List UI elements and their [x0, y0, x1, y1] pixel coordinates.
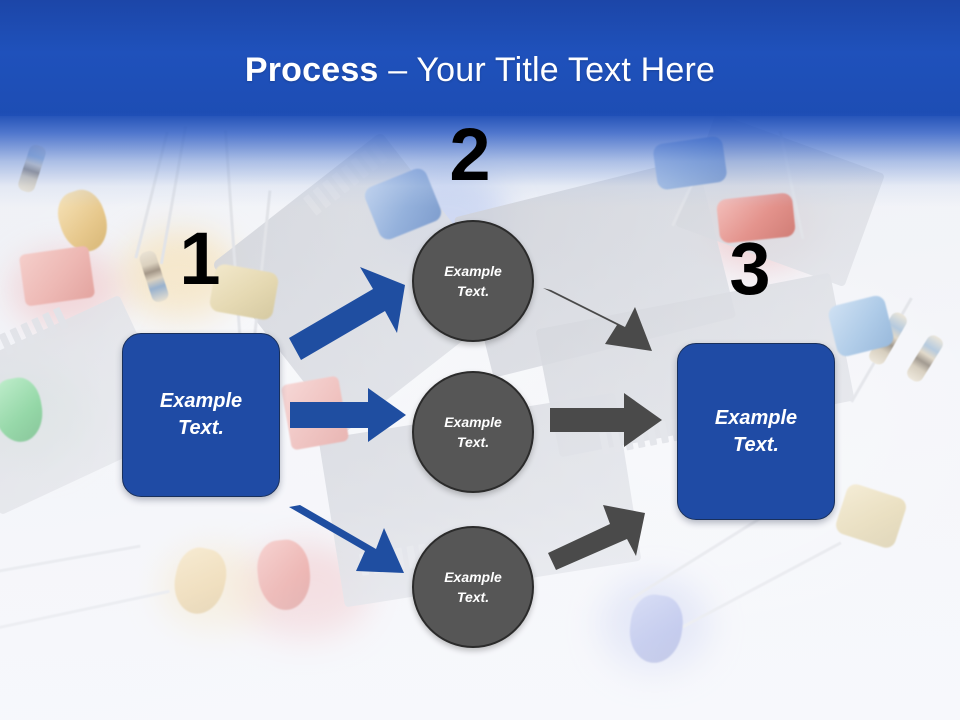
- title-bar-fade: [0, 112, 960, 207]
- stage-two-circle-middle[interactable]: Example Text.: [412, 371, 534, 493]
- step-number-2: 2: [449, 113, 491, 196]
- title-bold-part: Process: [244, 51, 379, 89]
- stage-two-circle-middle-label: Example Text.: [444, 414, 502, 450]
- page-title: Process – Your Title Text Here: [0, 50, 960, 90]
- step-number-3: 3: [729, 227, 771, 310]
- stage-two-circle-bottom[interactable]: Example Text.: [412, 526, 534, 648]
- title-regular-part: Your Title Text Here: [416, 51, 716, 89]
- stage-two-circle-bottom-label: Example Text.: [444, 569, 502, 605]
- stage-three-box[interactable]: Example Text.: [677, 343, 835, 520]
- title-bar: [0, 0, 960, 116]
- arrow-box-to-circle-mid: [290, 388, 406, 442]
- arrow-circle-bottom-to-box: [548, 505, 645, 570]
- arrow-circle-mid-to-box: [550, 393, 662, 447]
- stage-two-circle-top-label: Example Text.: [444, 263, 502, 299]
- step-number-1: 1: [179, 217, 221, 300]
- stage-one-box-label: Example Text.: [159, 390, 243, 439]
- stage-one-box[interactable]: Example Text.: [122, 333, 280, 497]
- arrow-box-to-circle-top: [289, 267, 405, 360]
- arrow-box-to-circle-bottom: [289, 505, 404, 573]
- title-separator: –: [378, 51, 417, 89]
- stage-two-circle-top[interactable]: Example Text.: [412, 220, 534, 342]
- arrow-circle-top-to-box: [543, 288, 652, 351]
- stage-three-box-label: Example Text.: [714, 406, 798, 456]
